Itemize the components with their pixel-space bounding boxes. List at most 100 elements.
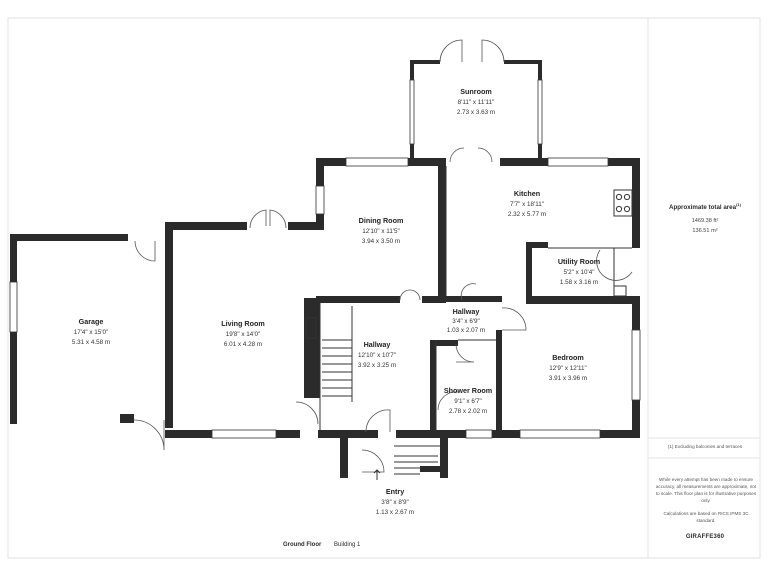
- entry-wall-bottom: [420, 466, 448, 472]
- brand-logo: GIRAFFE360: [685, 534, 725, 540]
- utility-name: Utility Room: [558, 257, 600, 266]
- dining-hall-door: [399, 289, 421, 301]
- kitchen-name: Kitchen: [514, 189, 540, 198]
- shower-imperial: 9'1" x 6'7": [454, 398, 482, 405]
- living-patio-doors: [249, 209, 287, 229]
- shower-wall-left: [430, 340, 436, 438]
- sunroom-wall-top-r: [504, 60, 542, 64]
- page-frame: [7, 17, 761, 559]
- garage-wall-bottom: [120, 414, 134, 423]
- garage-metric: 5.31 x 4.58 m: [72, 339, 110, 346]
- entry-steps: [394, 455, 438, 475]
- total-area-heading: Approximate total area(1): [650, 202, 760, 211]
- hallway-door: [460, 283, 477, 301]
- utility-door: [596, 249, 633, 281]
- hallway-small-name: Hallway: [453, 307, 480, 316]
- shower-wall-top: [430, 340, 458, 346]
- hallway-small-metric: 1.03 x 2.07 m: [447, 327, 485, 334]
- dining-wall-bottom-2: [422, 296, 446, 303]
- windows: [9, 79, 641, 439]
- hallway-small-imperial: 3'4" x 6'9": [452, 318, 480, 325]
- entry-door: [365, 409, 391, 433]
- garage-window: [9, 281, 18, 333]
- utility-wall-top: [528, 242, 548, 248]
- bedroom-imperial: 12'9" x 12'11": [549, 365, 587, 372]
- area-footnote: (1) Excluding balconies and terraces: [667, 444, 743, 449]
- utility-imperial: 5'2" x 10'4": [563, 269, 594, 276]
- doors: [133, 39, 633, 473]
- front-door: [361, 449, 385, 473]
- building-label: Building 1: [334, 542, 361, 548]
- dining-imperial: 12'10" x 11'5": [362, 228, 400, 235]
- disclaimer-rics: Calculations are based on RICS IPMS 3C s…: [663, 511, 749, 523]
- shower-window: [465, 429, 493, 439]
- bedroom-metric: 3.91 x 3.96 m: [549, 375, 587, 382]
- floor-label: Ground Floor: [283, 542, 322, 548]
- sunroom-window-right: [537, 79, 543, 145]
- total-area-sqft: 1469.38 ft²: [691, 218, 719, 224]
- bedroom-name: Bedroom: [552, 353, 584, 362]
- living-name: Living Room: [221, 319, 265, 328]
- living-wall-top-left: [165, 222, 247, 230]
- disclaimer-accuracy: While every attempt has been made to ens…: [655, 477, 757, 503]
- garage-name: Garage: [79, 317, 104, 326]
- partitions: [319, 166, 632, 447]
- garage-wall-right: [165, 226, 173, 428]
- kitchen-metric: 2.32 x 5.77 m: [508, 211, 546, 218]
- cupboard-door: [455, 343, 475, 363]
- sunroom-kitchen-doors: [449, 147, 493, 163]
- walls: [10, 60, 640, 478]
- bedroom-wall-left: [496, 330, 502, 438]
- living-metric: 6.01 x 4.28 m: [224, 341, 262, 348]
- entry-arrow-icon: [373, 469, 381, 480]
- dining-wall-right: [438, 158, 446, 298]
- hallway-imperial: 12'10" x 10'7": [358, 352, 396, 359]
- kitchen-wall-right: [632, 158, 640, 248]
- shower-wall-bottom: [430, 430, 500, 438]
- living-window-bottom: [211, 429, 277, 439]
- total-area-sqm: 136.51 m²: [692, 228, 718, 234]
- garage-side-door: [134, 240, 156, 262]
- sunroom-imperial: 8'11" x 11'11": [458, 99, 495, 106]
- entry-imperial: 3'8" x 8'9": [381, 499, 409, 506]
- dining-window-left: [315, 185, 325, 215]
- sunroom-name: Sunroom: [460, 87, 492, 96]
- sunroom-window-left: [409, 79, 415, 145]
- kitchen-imperial: 7'7" x 18'11": [510, 201, 544, 208]
- corridor-wall: [446, 296, 502, 302]
- garage-front-door: [133, 419, 165, 451]
- hall-living-door: [295, 401, 319, 425]
- sunroom-metric: 2.73 x 3.63 m: [457, 109, 495, 116]
- hallway-metric: 3.92 x 3.25 m: [358, 362, 396, 369]
- garage-imperial: 17'4" x 15'0": [74, 329, 109, 336]
- sunroom-french-doors: [439, 39, 505, 63]
- total-area-title: Approximate total area: [669, 204, 737, 212]
- utility-wall-left: [526, 242, 532, 298]
- entry-wall-right: [440, 430, 448, 478]
- living-imperial: 19'8" x 14'0": [226, 331, 261, 338]
- dining-metric: 3.94 x 3.50 m: [362, 238, 400, 245]
- living-wall-top-right: [288, 222, 324, 230]
- dining-window-top: [345, 157, 409, 167]
- shower-name: Shower Room: [444, 386, 492, 395]
- entry-metric: 1.13 x 2.67 m: [376, 509, 414, 516]
- fireplace: [305, 317, 317, 339]
- shower-door: [437, 391, 459, 411]
- fixtures: [305, 189, 633, 480]
- garage-wall-top: [10, 234, 128, 241]
- bedroom-window-bottom: [519, 429, 601, 439]
- bedroom-door: [501, 307, 527, 331]
- bedroom-window-right: [631, 329, 641, 401]
- dining-wall-bottom: [316, 296, 400, 303]
- entry-name: Entry: [386, 487, 404, 496]
- living-hall-wall: [304, 298, 320, 398]
- kitchen-window-top: [547, 157, 609, 167]
- right-wall-top: [526, 296, 640, 304]
- hob-ring: [615, 193, 623, 201]
- utility-metric: 1.58 x 3.16 m: [560, 279, 598, 286]
- hall-wall-bottom-2: [396, 430, 432, 438]
- sunroom-wall-top-l: [410, 60, 440, 64]
- shower-metric: 2.78 x 2.02 m: [449, 408, 487, 415]
- hob: [613, 189, 633, 217]
